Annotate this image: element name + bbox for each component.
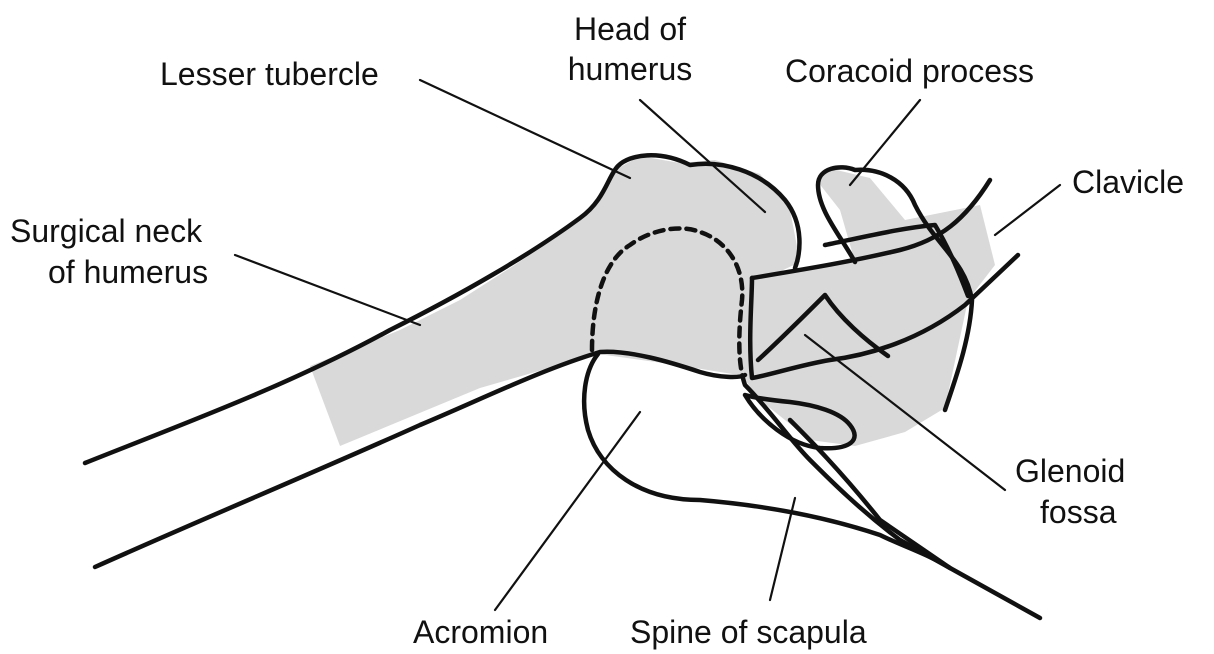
spine-lower-line — [790, 420, 950, 568]
label-glenoid-fossa-line1: Glenoid — [1015, 453, 1125, 489]
label-surgical-neck-line2: of humerus — [48, 254, 208, 290]
leader-clavicle — [995, 185, 1060, 235]
label-head-of-humerus-line1: Head of — [574, 11, 686, 47]
label-clavicle: Clavicle — [1072, 164, 1184, 200]
label-spine-of-scapula: Spine of scapula — [630, 614, 867, 650]
label-lesser-tubercle: Lesser tubercle — [160, 56, 379, 92]
label-coracoid-process: Coracoid process — [785, 53, 1034, 89]
humerus-shaded-region — [310, 156, 800, 446]
leader-spine-of-scapula — [770, 498, 795, 600]
label-glenoid-fossa-line2: fossa — [1040, 494, 1117, 530]
leader-lesser-tubercle — [420, 80, 630, 178]
leader-surgical-neck — [235, 255, 420, 325]
label-surgical-neck-line1: Surgical neck — [10, 213, 203, 249]
label-acromion: Acromion — [413, 614, 548, 650]
label-head-of-humerus-line2: humerus — [568, 51, 693, 87]
leader-acromion — [495, 412, 640, 610]
